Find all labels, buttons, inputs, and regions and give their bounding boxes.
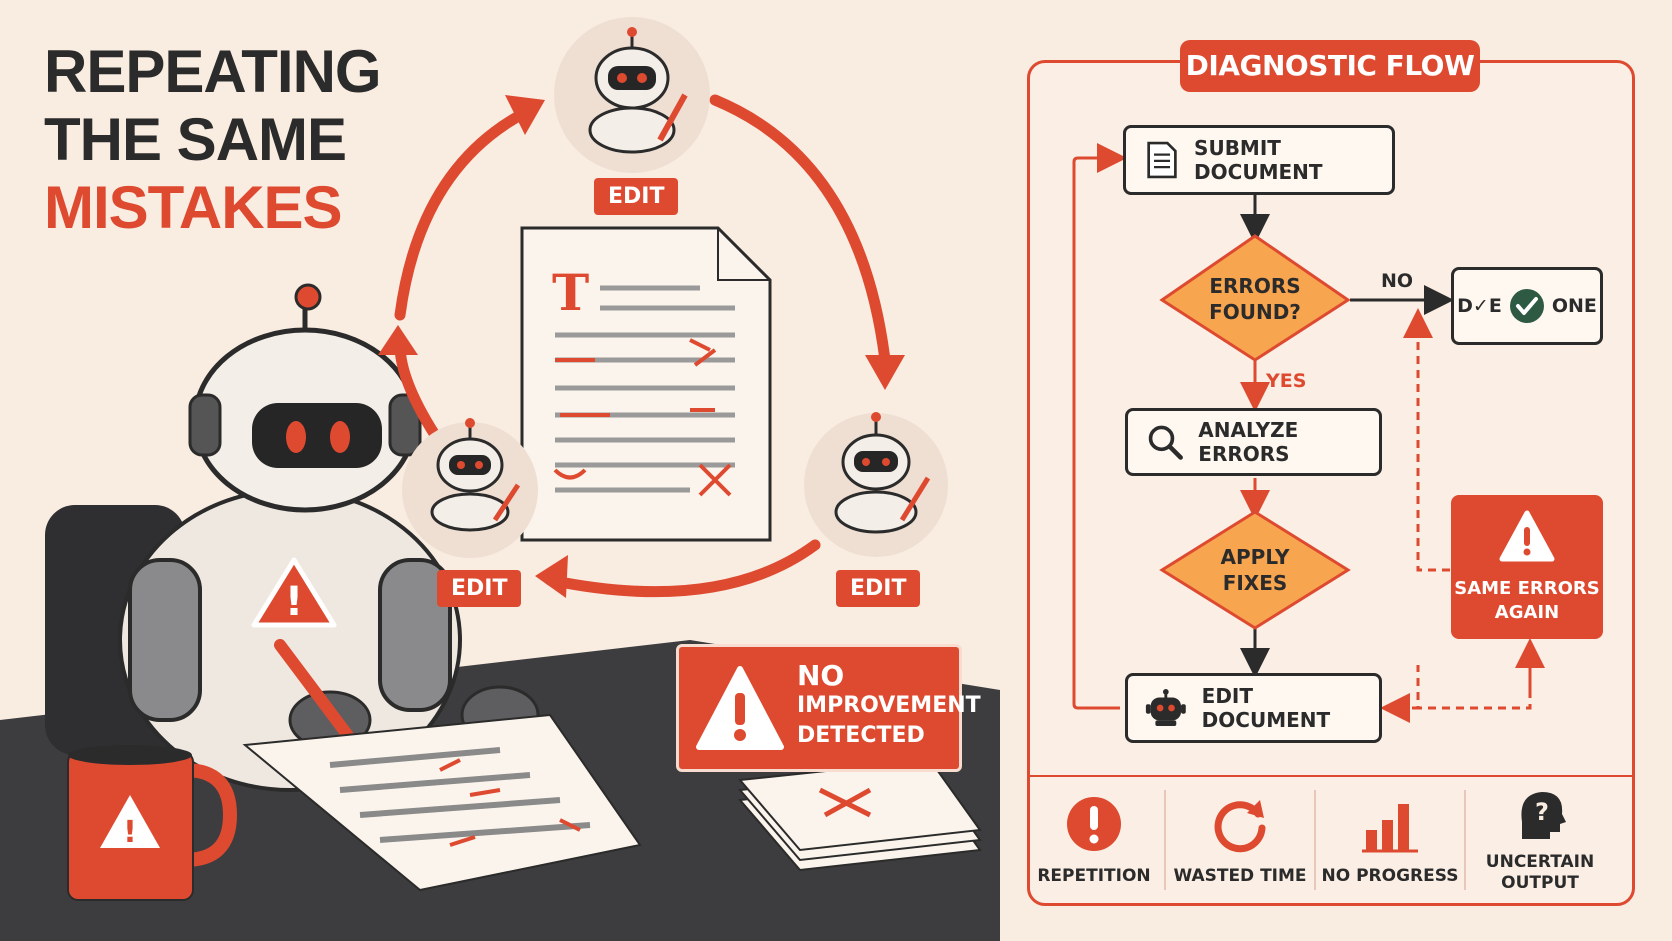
done-box: D✓E ONE <box>1451 267 1603 345</box>
errors-found-label: ERRORS FOUND? <box>1195 273 1315 325</box>
center-document: T <box>520 226 772 542</box>
stat-repetition-label: REPETITION <box>1037 866 1151 886</box>
banner-warning-icon <box>696 666 784 750</box>
mug-warning-icon <box>100 795 160 848</box>
stat-no-progress-label: NO PROGRESS <box>1321 866 1459 886</box>
title-line-3: MISTAKES <box>44 174 343 241</box>
same-errors-box: SAME ERRORS AGAIN <box>1451 495 1603 639</box>
apply-fixes-diamond <box>1159 510 1351 630</box>
flow-connectors <box>1072 143 1545 723</box>
svg-text:!: ! <box>285 579 303 625</box>
edit-tag-left: EDIT <box>437 570 522 607</box>
svg-text:T: T <box>552 263 589 322</box>
title-line-1: REPEATING <box>44 38 382 105</box>
big-robot: ! <box>118 283 540 792</box>
banner-line-2: IMPROVEMENT <box>797 693 981 718</box>
apply-fixes-line-1: APPLY <box>1220 545 1290 569</box>
cycle-arrows <box>394 94 891 598</box>
coffee-mug: ! <box>67 745 238 901</box>
analyze-errors-label: ANALYZE ERRORS <box>1198 418 1299 466</box>
question-head-icon: ? <box>1521 792 1566 839</box>
alert-circle-icon <box>1067 797 1121 851</box>
diagnostic-flow-panel <box>1027 60 1635 906</box>
svg-text:?: ? <box>1535 798 1549 826</box>
flow-title: DIAGNOSTIC FLOW <box>1180 40 1480 92</box>
page-title: REPEATING THE SAME MISTAKES <box>44 38 382 242</box>
svg-text:!: ! <box>123 815 137 850</box>
refresh-icon <box>1214 800 1266 853</box>
stat-uncertain-output-label: UNCERTAIN OUTPUT <box>1485 852 1595 893</box>
stat-separator-2 <box>1314 790 1316 890</box>
check-icon <box>1509 289 1544 323</box>
errors-found-diamond <box>1159 234 1351 362</box>
stat-wasted-time-label: WASTED TIME <box>1173 866 1307 886</box>
stat-wasted-time: WASTED TIME <box>1165 780 1315 886</box>
stat-repetition: REPETITION <box>1019 780 1169 886</box>
submit-document-box: SUBMIT DOCUMENT <box>1123 125 1395 195</box>
title-line-2: THE SAME <box>44 106 347 173</box>
bar-chart-icon <box>1362 804 1418 853</box>
stats-divider <box>1030 775 1632 777</box>
done-right-text: ONE <box>1551 295 1597 317</box>
robot-top <box>554 17 710 173</box>
banner-line-3: DETECTED <box>797 723 925 748</box>
submit-document-label: SUBMIT DOCUMENT <box>1194 136 1323 184</box>
robot-left <box>402 418 538 558</box>
paper-stack <box>738 758 982 872</box>
robot-right <box>804 412 948 557</box>
edit-document-box: EDIT DOCUMENT <box>1125 673 1382 743</box>
stat-separator-1 <box>1164 790 1166 890</box>
edit-tag-top: EDIT <box>594 178 679 215</box>
robot-icon <box>1145 689 1186 727</box>
errors-found-line-1: ERRORS <box>1209 274 1301 298</box>
same-errors-line-2: AGAIN <box>1494 602 1560 623</box>
yes-label: YES <box>1266 370 1307 392</box>
desk-paper <box>242 713 642 892</box>
edit-tag-right: EDIT <box>836 570 921 607</box>
same-errors-line-1: SAME ERRORS <box>1454 578 1600 599</box>
errors-found-line-2: FOUND? <box>1209 300 1301 324</box>
stat-separator-3 <box>1464 790 1466 890</box>
no-label: NO <box>1381 270 1414 292</box>
cycle-arrowheads <box>378 95 905 598</box>
apply-fixes-label: APPLY FIXES <box>1195 544 1315 596</box>
banner-line-1: NO <box>797 659 845 692</box>
chest-warning-icon <box>251 557 337 628</box>
stat-uncertain-output: ? UNCERTAIN OUTPUT <box>1465 780 1615 894</box>
apply-fixes-line-2: FIXES <box>1222 571 1288 595</box>
stat-no-progress: NO PROGRESS <box>1315 780 1465 886</box>
done-left-text: D✓E <box>1457 295 1502 317</box>
magnifier-icon <box>1148 425 1183 460</box>
edit-document-label: EDIT DOCUMENT <box>1201 684 1331 732</box>
document-icon <box>1147 141 1177 179</box>
analyze-errors-box: ANALYZE ERRORS <box>1125 408 1382 476</box>
no-improvement-banner: NO IMPROVEMENT DETECTED <box>676 644 981 772</box>
same-errors-warning-icon <box>1499 510 1555 562</box>
